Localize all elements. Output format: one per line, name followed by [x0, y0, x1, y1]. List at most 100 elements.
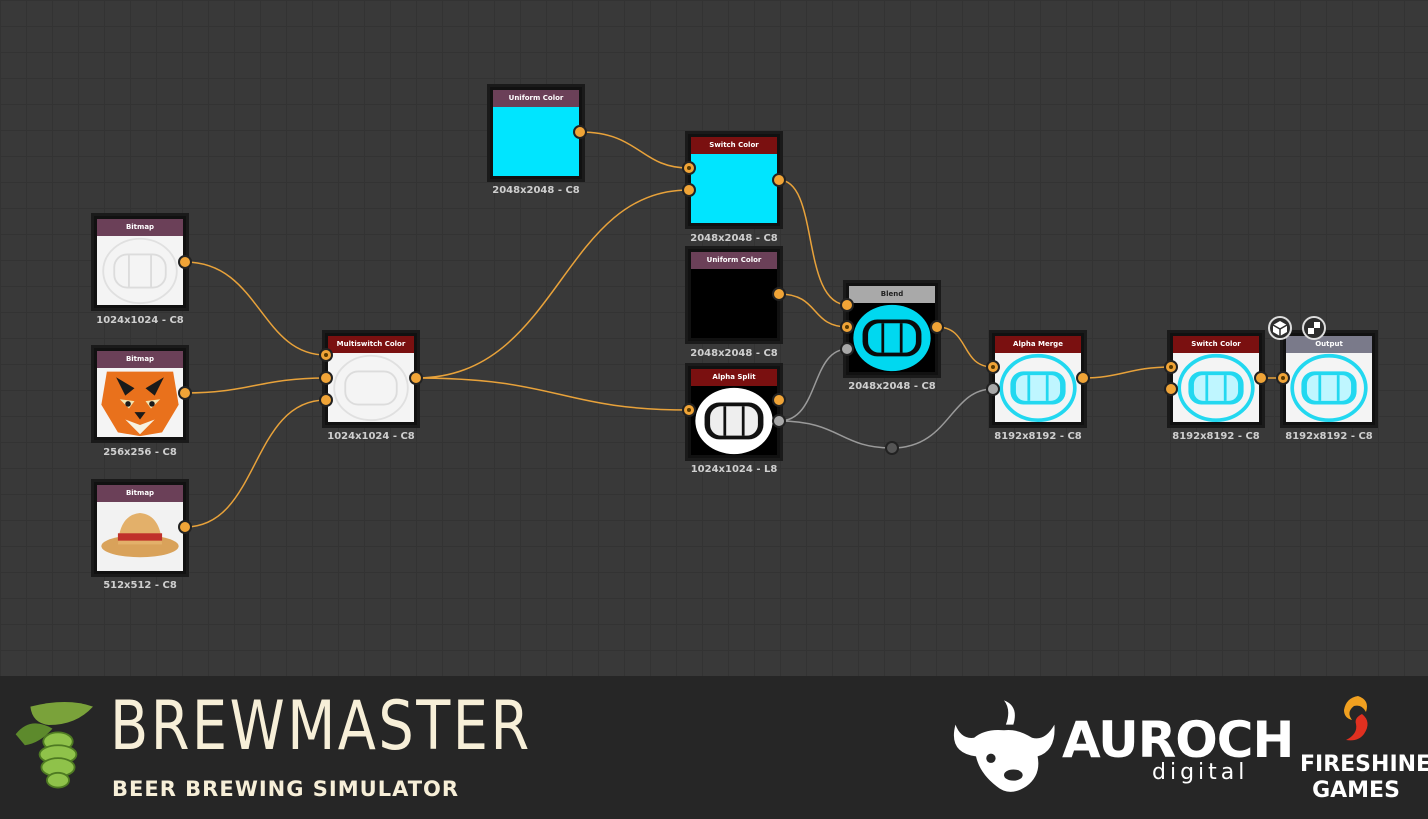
node-title: Bitmap: [97, 219, 183, 236]
barrel-icon: [1290, 353, 1368, 422]
bitmap-node-1[interactable]: Bitmap: [91, 213, 189, 311]
output-port[interactable]: [573, 125, 587, 139]
input-port[interactable]: [1164, 360, 1178, 374]
input-port[interactable]: [986, 382, 1000, 396]
input-port[interactable]: [1276, 371, 1290, 385]
barrel-icon: [853, 304, 931, 372]
node-thumbnail: [97, 236, 183, 305]
output-port[interactable]: [772, 287, 786, 301]
bull-logo-icon: [953, 700, 1055, 792]
alpha-merge-node[interactable]: Alpha Merge: [989, 330, 1087, 428]
barrel-icon: [999, 353, 1077, 422]
node-caption: 2048x2048 - C8: [690, 233, 778, 244]
node-thumbnail: [849, 303, 935, 372]
output-port[interactable]: [1076, 371, 1090, 385]
wire: [579, 131, 690, 169]
fireshine-line-2: GAMES: [1312, 778, 1400, 803]
barrel-icon: [102, 237, 178, 305]
input-port[interactable]: [1164, 382, 1178, 396]
tiger-icon: [101, 371, 179, 437]
wire: [415, 377, 690, 411]
input-port[interactable]: [682, 161, 696, 175]
auroch-subtitle: digital: [1152, 760, 1249, 785]
input-port[interactable]: [986, 360, 1000, 374]
node-title: Alpha Merge: [995, 336, 1081, 353]
node-thumbnail: [97, 502, 183, 571]
node-title: Switch Color: [1173, 336, 1259, 353]
barrel-icon: [1177, 353, 1255, 422]
input-port[interactable]: [682, 403, 696, 417]
input-port[interactable]: [319, 393, 333, 407]
input-port[interactable]: [840, 320, 854, 334]
input-port[interactable]: [682, 183, 696, 197]
node-title: Multiswitch Color: [328, 336, 414, 353]
checker-icon[interactable]: [1302, 316, 1326, 340]
node-title: Switch Color: [691, 137, 777, 154]
output-port[interactable]: [772, 173, 786, 187]
wire: [778, 348, 849, 422]
wire: [778, 293, 849, 328]
straw-hat-icon: [101, 513, 179, 558]
multiswitch-node[interactable]: Multiswitch Color: [322, 330, 420, 428]
node-title: Alpha Split: [691, 369, 777, 386]
output-port[interactable]: [1254, 371, 1268, 385]
output-port[interactable]: [409, 371, 423, 385]
node-thumbnail: [493, 107, 579, 176]
node-caption: 2048x2048 - C8: [492, 185, 580, 196]
node-caption: 2048x2048 - C8: [690, 348, 778, 359]
wire: [936, 326, 994, 368]
uniform-color-node-1[interactable]: Uniform Color: [487, 84, 585, 182]
output-port[interactable]: [772, 393, 786, 407]
output-port[interactable]: [930, 320, 944, 334]
cube-icon[interactable]: [1268, 316, 1292, 340]
wire: [1082, 366, 1172, 379]
output-port[interactable]: [772, 414, 786, 428]
fireshine-wordmark: FIRESHINE GAMES: [1300, 752, 1428, 804]
alpha-split-node[interactable]: Alpha Split: [685, 363, 783, 461]
node-thumbnail: [328, 353, 414, 422]
node-thumbnail: [691, 269, 777, 338]
node-thumbnail: [97, 368, 183, 437]
output-node[interactable]: Output: [1280, 330, 1378, 428]
input-port[interactable]: [840, 342, 854, 356]
node-thumbnail: [691, 154, 777, 223]
node-graph-canvas[interactable]: Bitmap 1024x1024 - C8 Bitmap: [0, 0, 1428, 676]
node-title: Bitmap: [97, 351, 183, 368]
banner-title: BREWMASTER: [110, 687, 532, 766]
wire: [778, 179, 849, 306]
input-port[interactable]: [319, 348, 333, 362]
input-port[interactable]: [319, 371, 333, 385]
blend-node[interactable]: Blend: [843, 280, 941, 378]
node-caption: 8192x8192 - C8: [994, 431, 1082, 442]
output-port[interactable]: [178, 386, 192, 400]
fireshine-line-1: FIRESHINE: [1300, 752, 1428, 777]
reroute-port[interactable]: [885, 441, 899, 455]
input-port[interactable]: [840, 298, 854, 312]
uniform-color-node-2[interactable]: Uniform Color: [685, 246, 783, 344]
output-port[interactable]: [178, 520, 192, 534]
bitmap-node-2[interactable]: Bitmap: [91, 345, 189, 443]
node-thumbnail: [691, 386, 777, 455]
node-caption: 8192x8192 - C8: [1172, 431, 1260, 442]
node-caption: 8192x8192 - C8: [1285, 431, 1373, 442]
switch-color-node-1[interactable]: Switch Color: [685, 131, 783, 229]
node-caption: 256x256 - C8: [103, 447, 177, 458]
wire: [184, 399, 327, 528]
hop-icon: [15, 702, 93, 789]
node-title: Uniform Color: [493, 90, 579, 107]
switch-color-node-2[interactable]: Switch Color: [1167, 330, 1265, 428]
node-caption: 1024x1024 - C8: [96, 315, 184, 326]
bitmap-node-3[interactable]: Bitmap: [91, 479, 189, 577]
node-title: Bitmap: [97, 485, 183, 502]
node-caption: 2048x2048 - C8: [848, 381, 936, 392]
promo-banner: BREWMASTER BEER BREWING SIMULATOR AUROCH…: [0, 676, 1428, 819]
node-caption: 1024x1024 - L8: [690, 464, 778, 475]
node-thumbnail: [995, 353, 1081, 422]
barrel-icon: [695, 387, 773, 455]
wire: [415, 189, 690, 379]
node-thumbnail: [1173, 353, 1259, 422]
fireshine-logo-icon: [1344, 696, 1368, 741]
auroch-wordmark: AUROCH: [1062, 711, 1294, 769]
output-port[interactable]: [178, 255, 192, 269]
node-title: Output: [1286, 336, 1372, 353]
